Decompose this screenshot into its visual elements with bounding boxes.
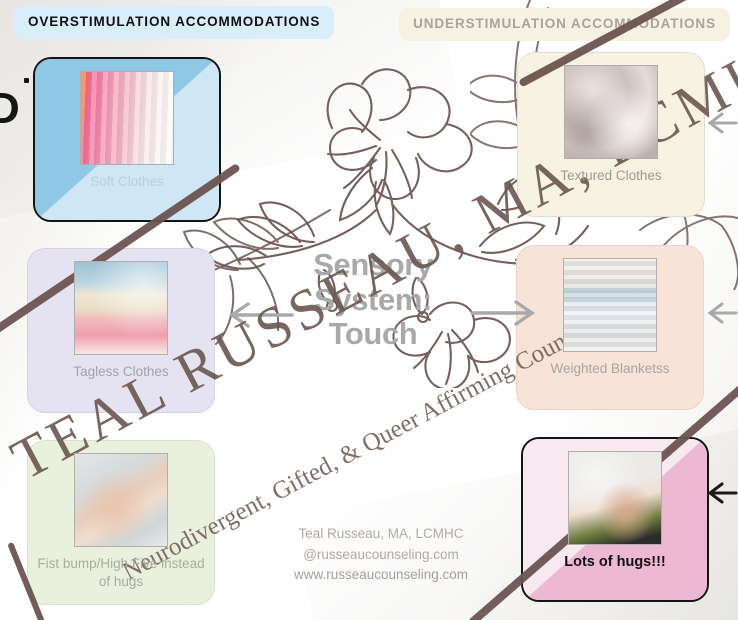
card-soft-clothes[interactable]: Soft Clothes <box>33 57 221 222</box>
card-weighted-blankets[interactable]: Weighted Blanketss <box>516 245 704 410</box>
footer-contact: Teal Russeau, MA, LCMHC @russeaucounseli… <box>239 524 523 586</box>
card-caption: Soft Clothes <box>90 174 164 189</box>
thumbnail-fist-bump <box>74 453 168 547</box>
thumbnail-lots-of-hugs <box>568 451 662 545</box>
footer-name: Teal Russeau, MA, LCMHC <box>298 526 464 541</box>
arrow-edge-right-icon-2 <box>708 302 738 324</box>
card-caption: Fist bump/High Five instead of hugs <box>37 556 205 589</box>
card-caption: Tagless Clothes <box>73 364 169 379</box>
card-textured-clothes[interactable]: Textured Clothes <box>517 52 705 217</box>
footer-email: @russeaucounseling.com <box>303 546 459 562</box>
footer-website: www.russeaucounseling.com <box>293 567 469 583</box>
arrow-edge-right-icon-1 <box>708 112 738 134</box>
thumbnail-tagless-clothes <box>74 261 168 355</box>
clipped-edge-glyph: D <box>0 84 20 133</box>
card-tagless-clothes[interactable]: Tagless Clothes <box>27 248 215 413</box>
center-title-line-1: Sensory <box>313 247 433 282</box>
center-title-line-2: System: <box>314 281 432 317</box>
thumbnail-textured-clothes <box>564 65 658 159</box>
clipped-edge-dot <box>24 78 29 83</box>
card-fist-bump[interactable]: Fist bump/High Five instead of hugs <box>27 440 215 605</box>
card-caption: Weighted Blanketss <box>550 361 670 376</box>
thumbnail-soft-clothes <box>80 71 174 165</box>
card-lots-of-hugs[interactable]: Lots of hugs!!! <box>521 437 709 602</box>
understimulation-header-badge: UNDERSTIMULATION ACCOMMODATIONS <box>399 8 730 41</box>
overstimulation-header-badge: OVERSTIMULATION ACCOMMODATIONS <box>14 6 335 39</box>
center-title: Sensory System: Touch <box>287 247 459 352</box>
thumbnail-weighted-blankets <box>563 258 657 352</box>
arrow-edge-right-icon-3 <box>708 482 738 504</box>
card-caption: Textured Clothes <box>560 168 662 183</box>
center-title-line-3: Touch <box>328 316 418 352</box>
arrow-left-icon <box>228 302 294 328</box>
card-caption: Lots of hugs!!! <box>564 554 666 570</box>
